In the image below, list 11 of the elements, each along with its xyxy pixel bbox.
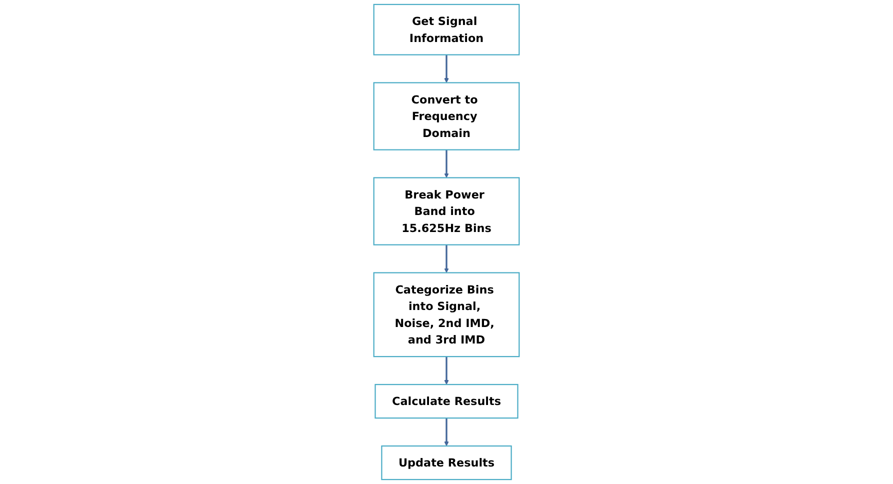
- node-box: Calculate Results: [374, 384, 518, 419]
- node-box: Categorize Bins into Signal, Noise, 2nd IMD, and 3rd IMD: [373, 272, 520, 358]
- arrow: [444, 244, 449, 273]
- arrow: [444, 54, 449, 83]
- arrow: [444, 356, 449, 385]
- arrow: [444, 150, 449, 178]
- node-box: Break Power Band into 15.625Hz Bins: [373, 177, 520, 246]
- arrow: [444, 418, 449, 446]
- node-box: Get Signal Information: [373, 4, 520, 56]
- node-box: Update Results: [381, 445, 512, 480]
- node-box: Convert to Frequency Domain: [373, 82, 520, 150]
